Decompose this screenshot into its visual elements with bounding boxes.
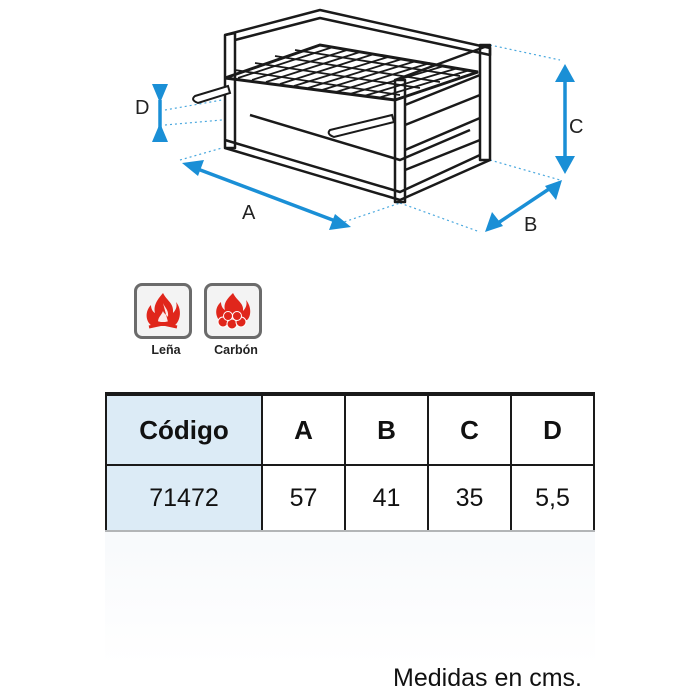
firewood-flame-icon — [134, 283, 192, 339]
dimension-label-b: B — [524, 214, 537, 236]
dimension-label-c: C — [569, 116, 583, 138]
header-code: Código — [105, 392, 263, 466]
table-row: 71472 57 41 35 5,5 — [105, 464, 595, 532]
charcoal-flame-icon — [204, 283, 262, 339]
header-a: A — [261, 392, 346, 466]
cell-code: 71472 — [105, 464, 263, 532]
measurement-units-note: Medidas en cms. — [393, 664, 582, 692]
fuel-label-firewood: Leña — [151, 343, 181, 357]
fuel-type-charcoal: Carbón — [204, 283, 268, 357]
header-b: B — [344, 392, 429, 466]
dimension-label-d: D — [135, 97, 149, 119]
cell-b: 41 — [344, 464, 429, 532]
cell-c: 35 — [427, 464, 512, 532]
dimensions-table: Código A B C D 71472 57 41 35 5,5 — [105, 392, 595, 532]
faded-table-area — [105, 530, 595, 665]
cell-d: 5,5 — [510, 464, 595, 532]
dimension-label-a: A — [242, 202, 256, 224]
header-c: C — [427, 392, 512, 466]
header-d: D — [510, 392, 595, 466]
table-header-row: Código A B C D — [105, 392, 595, 466]
cell-a: 57 — [261, 464, 346, 532]
barbecue-grill-diagram: A B C D — [135, 8, 583, 236]
fuel-label-charcoal: Carbón — [214, 343, 258, 357]
fuel-type-firewood: Leña — [134, 283, 198, 357]
